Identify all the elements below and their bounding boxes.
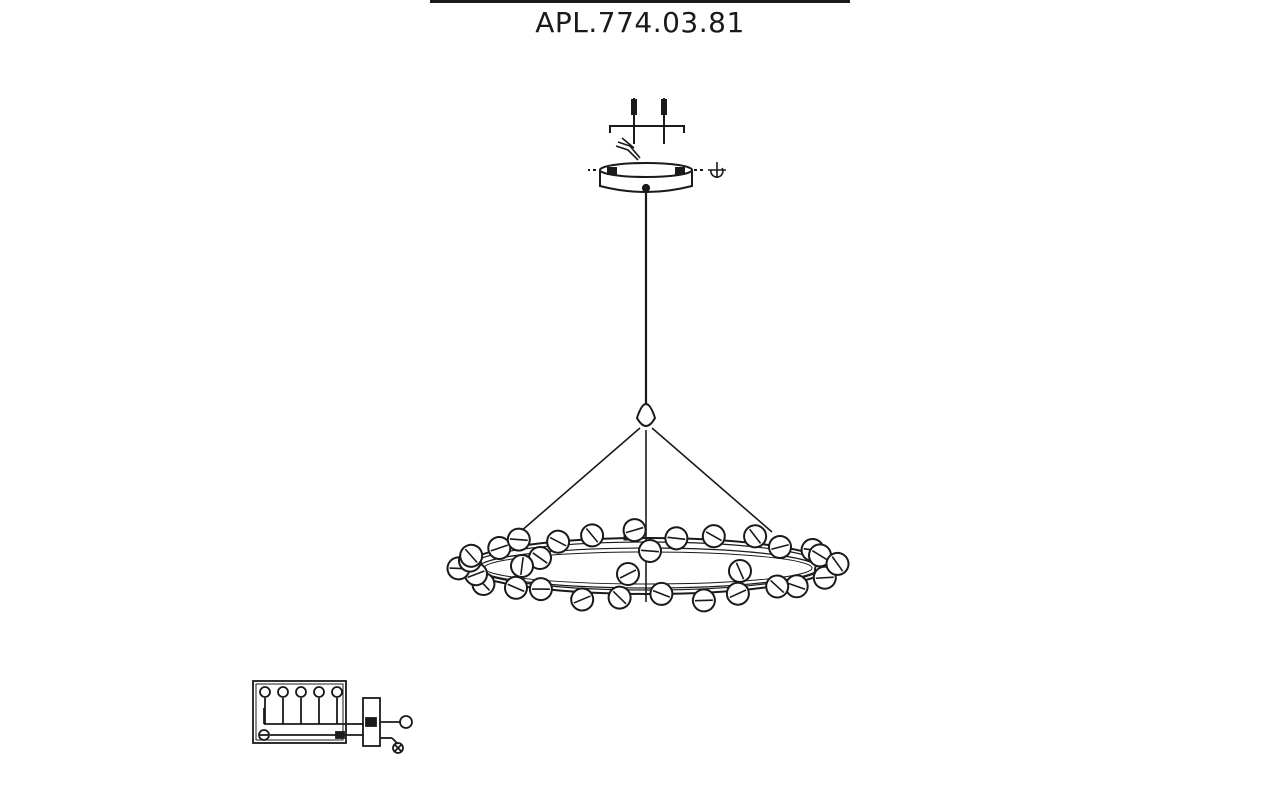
- ceiling-canopy: [588, 162, 704, 193]
- suspension-rod: [641, 183, 651, 404]
- lamp-symbol-icon: [392, 742, 404, 754]
- globe-shade: [697, 519, 731, 553]
- suspension-wires: [519, 427, 773, 602]
- terminal-screw-icon: [331, 686, 343, 698]
- wiring-diagram: [252, 680, 413, 754]
- terminals: [259, 686, 343, 724]
- terminal-screw-icon: [277, 686, 289, 698]
- globe-shade: [644, 577, 678, 611]
- ring-globes: [442, 516, 852, 617]
- globe-shade: [569, 586, 595, 613]
- terminal-screw-icon: [259, 686, 271, 698]
- terminal-block: [252, 680, 347, 744]
- model-code: APL.774.03.81: [535, 6, 745, 39]
- globe-shade: [616, 562, 640, 586]
- mounting-bracket: [609, 125, 685, 133]
- terminal-screw-icon: [295, 686, 307, 698]
- globe-shade: [765, 532, 795, 562]
- ground-terminal-icon: [258, 729, 270, 741]
- globe-shade: [727, 558, 753, 584]
- output-terminal-icon: [399, 715, 413, 729]
- terminal-screw-icon: [313, 686, 325, 698]
- rotate-arrow-icon: [708, 162, 726, 178]
- globe-shade: [688, 584, 720, 617]
- mounting-screws: [631, 98, 667, 144]
- cropped-title-line: [430, 0, 850, 3]
- globe-shade: [577, 521, 607, 550]
- globe-shade: [725, 581, 751, 607]
- suspension-hub: [635, 403, 657, 427]
- supply-connector: [615, 137, 641, 161]
